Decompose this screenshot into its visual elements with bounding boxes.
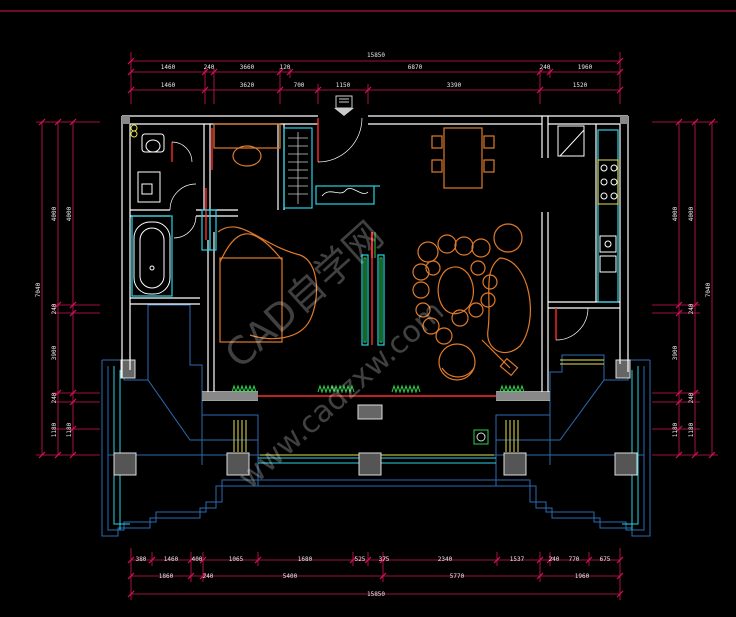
dim-bot-10: 240 (549, 556, 560, 563)
terrace-cyan-lines (113, 366, 639, 530)
dim-top-r2-1: 1460 (161, 82, 176, 89)
dim-bot-r2-3: 5400 (283, 573, 298, 580)
bathroom-fixtures (133, 133, 171, 295)
dim-bot-11: 770 (569, 556, 580, 563)
dim-top-5: 6870 (408, 64, 423, 71)
dim-top-2: 240 (204, 64, 215, 71)
dim-bot-3: 400 (192, 556, 203, 563)
closet-hangers (288, 132, 308, 204)
dim-right-total: 7040 (705, 282, 712, 297)
bath-fixture-circle-2 (130, 130, 138, 138)
dim-bot-r2-5: 1960 (575, 573, 590, 580)
dim-top-total: 15850 (367, 52, 385, 59)
dim-bot-12: 675 (600, 556, 611, 563)
dim-right-c: 240 (688, 303, 695, 314)
entrance-arrow (334, 95, 354, 116)
dim-top-r2-2: 3620 (240, 82, 255, 89)
dim-top-r2-6: 1520 (573, 82, 588, 89)
kitchen-counter (597, 159, 619, 205)
green-counters (363, 232, 383, 343)
dim-bot-7: 375 (379, 556, 390, 563)
dim-right-d: 3900 (672, 345, 679, 360)
dim-bot-1: 380 (136, 556, 147, 563)
dim-bot-4: 1065 (229, 556, 244, 563)
dim-right-f: 1180 (672, 422, 679, 437)
dim-left-c: 240 (51, 303, 58, 314)
dimension-lines (36, 52, 718, 600)
dim-bot-r2-2: 240 (203, 573, 214, 580)
dim-left-total: 7040 (35, 282, 42, 297)
dim-bot-r2-1: 1860 (159, 573, 174, 580)
terrace-outline (101, 304, 651, 537)
column-posts (113, 359, 638, 476)
dim-bot-9: 1537 (510, 556, 525, 563)
dim-top-7: 1960 (578, 64, 593, 71)
kitchen-fixtures (557, 125, 618, 273)
potted-plant (473, 429, 489, 445)
dim-left-e: 240 (51, 392, 58, 403)
dim-left-b: 4000 (66, 206, 73, 221)
dim-right-e: 240 (688, 392, 695, 403)
dim-top-r2-5: 3390 (447, 82, 462, 89)
dim-top-r2-3: 700 (294, 82, 305, 89)
dim-bot-r2-4: 5770 (450, 573, 465, 580)
dimension-labels: 15850 1460 240 3660 120 6870 240 1960 14… (35, 52, 712, 598)
dim-left-f: 1180 (51, 422, 58, 437)
foyer-decor (321, 188, 369, 197)
dim-left-g: 1180 (66, 422, 73, 437)
dim-top-r2-4: 1150 (336, 82, 351, 89)
dim-bot-6: 525 (355, 556, 366, 563)
dim-top-3: 3660 (240, 64, 255, 71)
wall-fill (122, 116, 628, 400)
bath-fixture-circle (130, 124, 138, 132)
door-swings (169, 117, 589, 341)
dim-bot-2: 1460 (164, 556, 179, 563)
dim-bottom-total: 15850 (367, 591, 385, 598)
cyan-fixtures (131, 127, 619, 346)
dim-right-a: 4000 (672, 206, 679, 221)
dim-bot-8: 2340 (438, 556, 453, 563)
dim-top-4: 120 (280, 64, 291, 71)
dimension-ticks (38, 57, 716, 598)
dim-left-a: 4000 (51, 206, 58, 221)
dim-right-g: 1180 (688, 422, 695, 437)
dim-top-6: 240 (540, 64, 551, 71)
dim-top-1: 1460 (161, 64, 176, 71)
dim-left-d: 3900 (51, 345, 58, 360)
dim-bot-5: 1680 (298, 556, 313, 563)
plants (231, 384, 525, 394)
furniture (213, 123, 531, 381)
dim-right-b: 4000 (688, 206, 695, 221)
